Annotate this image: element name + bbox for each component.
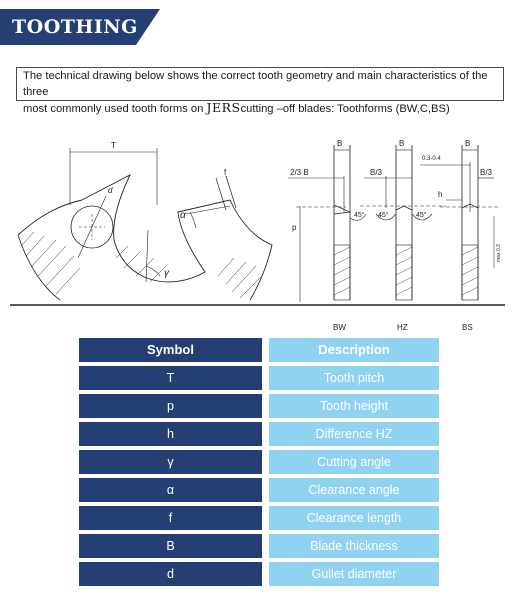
table-row: γ Cutting angle xyxy=(79,450,439,474)
table-row: f Clearance length xyxy=(79,506,439,530)
description-header: Description xyxy=(269,338,439,362)
table-row: B Blade thickness xyxy=(79,534,439,558)
label-45-hz-right: 45° xyxy=(416,211,427,219)
label-f: f xyxy=(224,168,227,177)
symbol-cell: γ xyxy=(79,450,262,474)
label-max: max 0.3 xyxy=(496,244,502,262)
symbol-cell: T xyxy=(79,366,262,390)
label-t: T xyxy=(111,141,116,150)
label-d: d xyxy=(108,186,113,195)
label-b-third-hz: B/3 xyxy=(370,168,383,177)
description-cell: Blade thickness xyxy=(269,534,439,558)
tooth-form-bs xyxy=(420,145,500,301)
description-cell: Clearance length xyxy=(269,506,439,530)
label-45-hz-left: 45° xyxy=(378,211,389,219)
blade-profile xyxy=(17,173,273,301)
label-form-hz: HZ xyxy=(397,323,408,332)
symbol-cell: d xyxy=(79,562,262,586)
description-cell: Tooth pitch xyxy=(269,366,439,390)
intro-line-2-end: cutting –off blades: Toothforms (BW,C,BS… xyxy=(240,103,450,115)
symbol-cell: α xyxy=(79,478,262,502)
label-b-bw: B xyxy=(337,139,342,148)
description-cell: Gullet diameter xyxy=(269,562,439,586)
symbol-cell: f xyxy=(79,506,262,530)
label-p: p xyxy=(292,223,297,232)
label-form-bw: BW xyxy=(333,323,346,332)
description-cell: Difference HZ xyxy=(269,422,439,446)
gullet-circle xyxy=(70,205,114,249)
label-alpha: α xyxy=(180,210,186,221)
label-b-third-bs: B/3 xyxy=(480,168,493,177)
description-cell: Tooth height xyxy=(269,394,439,418)
label-gamma: γ xyxy=(164,268,170,279)
table-row: T Tooth pitch xyxy=(79,366,439,390)
tooth-form-bw xyxy=(288,145,367,301)
tooth-form-hz xyxy=(360,145,446,301)
intro-line-2-start: most commonly used tooth forms on xyxy=(23,103,207,115)
section-banner: TOOTHING xyxy=(0,9,160,45)
label-b-bs: B xyxy=(465,139,470,148)
section-title: TOOTHING xyxy=(12,16,138,38)
symbol-header: Symbol xyxy=(79,338,262,362)
d-dimension-line xyxy=(77,195,107,259)
label-two-thirds-b: 2/3 B xyxy=(290,168,309,177)
intro-text-box: The technical drawing below shows the co… xyxy=(16,67,504,115)
label-range: 0.3-0.4 xyxy=(422,156,441,162)
table-header: Symbol Description xyxy=(79,338,439,362)
description-cell: Clearance angle xyxy=(269,478,439,502)
brand-name: JERS xyxy=(206,100,241,115)
intro-line-2: most commonly used tooth forms on JERScu… xyxy=(23,100,503,118)
blade-hatching xyxy=(21,231,263,299)
label-form-bs: BS xyxy=(462,323,473,332)
symbol-cell: B xyxy=(79,534,262,558)
table-row: d Gullet diameter xyxy=(79,562,439,586)
table-row: p Tooth height xyxy=(79,394,439,418)
label-b-hz: B xyxy=(399,139,404,148)
banner-shape xyxy=(0,9,160,45)
blade-left-edge xyxy=(17,234,61,301)
label-45-bw: 45° xyxy=(354,211,365,219)
table-row: h Difference HZ xyxy=(79,422,439,446)
symbol-cell: p xyxy=(79,394,262,418)
description-cell: Cutting angle xyxy=(269,450,439,474)
symbol-cell: h xyxy=(79,422,262,446)
label-h: h xyxy=(438,190,442,199)
intro-line-1: The technical drawing below shows the co… xyxy=(23,70,488,98)
table-row: α Clearance angle xyxy=(79,478,439,502)
technical-drawing: T d f α γ p h B B B 2/3 B B/3 B/3 0.3-0.… xyxy=(10,139,505,332)
